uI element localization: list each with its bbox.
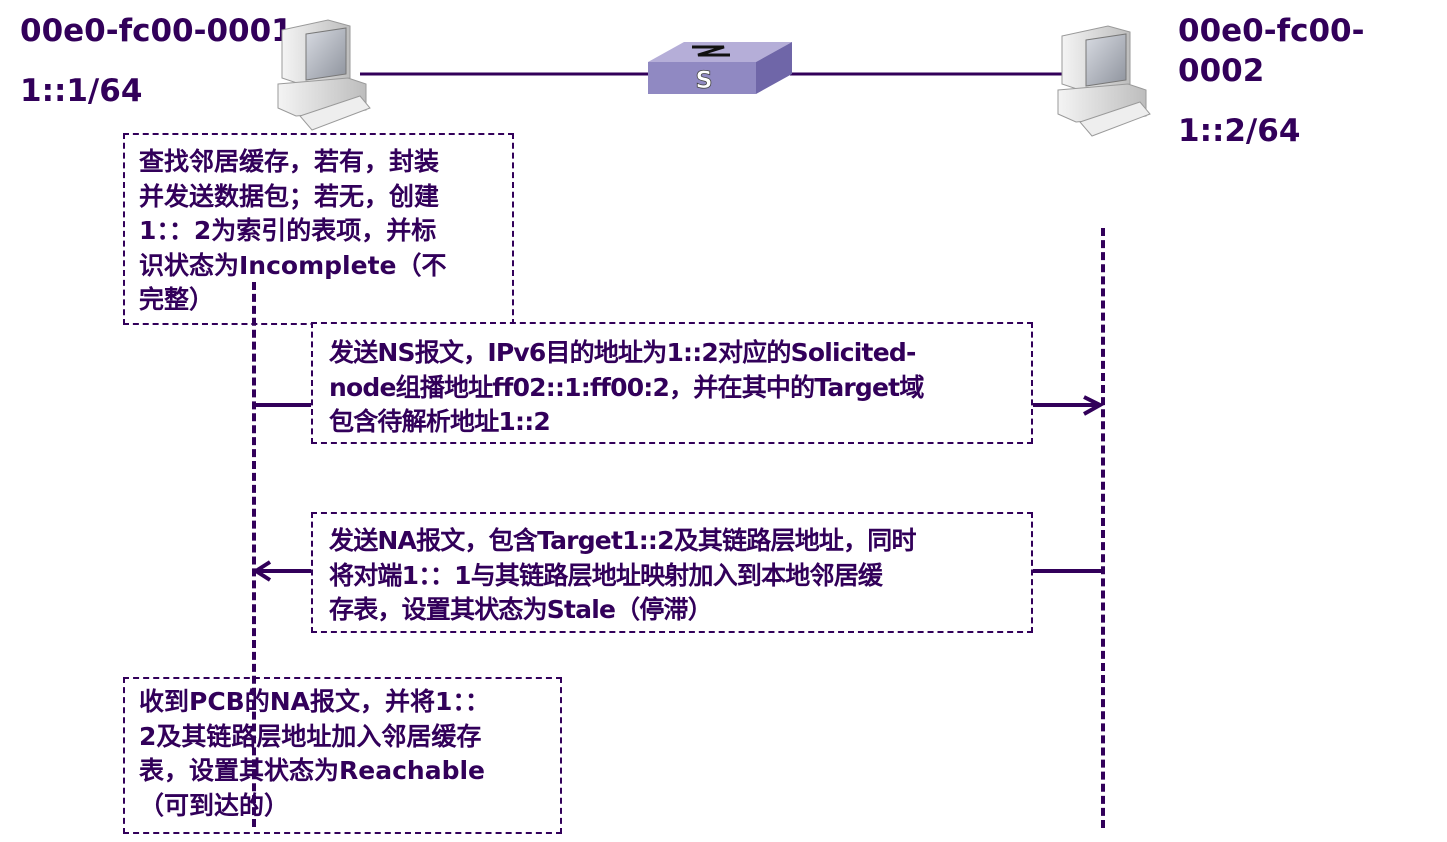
step-receive-line: 2及其链路层地址加入邻居缓存 (139, 721, 482, 751)
host-b-lifeline (1101, 228, 1105, 828)
switch-icon: S (648, 42, 792, 94)
step-lookup-line: 1：：2为索引的表项，并标 (139, 216, 437, 245)
step-na-line: 发送NA报文，包含Target1::2及其链路层地址，同时 (329, 526, 917, 555)
host-b-mac-line1: 00e0-fc00- (1178, 13, 1365, 49)
step-na-box: 发送NA报文，包含Target1::2及其链路层地址，同时 将对端1：：1与其链… (311, 512, 1033, 633)
step-na-line: 存表，设置其状态为Stale（停滞） (329, 595, 713, 624)
host-a-lifeline (252, 282, 256, 827)
computer-icon (1057, 25, 1151, 137)
na-arrow (252, 560, 1102, 582)
step-receive-line: （可到达的） (139, 790, 290, 820)
step-ns-line: node组播地址ff02::1:ff00:2，并在其中的Target域 (329, 372, 924, 402)
step-lookup-box: 查找邻居缓存，若有，封装 并发送数据包；若无，创建 1：：2为索引的表项，并标 … (123, 133, 514, 325)
step-ns-line: 发送NS报文，IPv6目的地址为1::2对应的Solicited- (329, 338, 916, 367)
host-b-ip: 1::2/64 (1178, 113, 1301, 149)
step-ns-box: 发送NS报文，IPv6目的地址为1::2对应的Solicited- node组播… (311, 322, 1033, 444)
step-lookup-line: 并发送数据包；若无，创建 (139, 181, 440, 211)
step-lookup-line: 完整） (139, 285, 215, 314)
step-receive-line: 表，设置其状态为Reachable (139, 756, 485, 785)
step-lookup-line: 识状态为Incomplete（不 (139, 250, 447, 280)
step-na-line: 将对端1：：1与其链路层地址映射加入到本地邻居缓 (329, 560, 883, 590)
computer-icon (277, 19, 371, 131)
step-lookup-line: 查找邻居缓存，若有，封装 (139, 147, 440, 176)
host-b-mac-line2: 0002 (1178, 53, 1265, 89)
ns-arrow (254, 395, 1105, 416)
host-a-ip: 1::1/64 (20, 73, 143, 109)
step-receive-line: 收到PCB的NA报文，并将1：： (139, 687, 490, 716)
step-receive-box: 收到PCB的NA报文，并将1：： 2及其链路层地址加入邻居缓存 表，设置其状态为… (123, 677, 562, 834)
switch-label: S (695, 66, 712, 94)
step-ns-line: 包含待解析地址1::2 (329, 407, 551, 436)
host-a-mac: 00e0-fc00-0001 (20, 13, 293, 49)
